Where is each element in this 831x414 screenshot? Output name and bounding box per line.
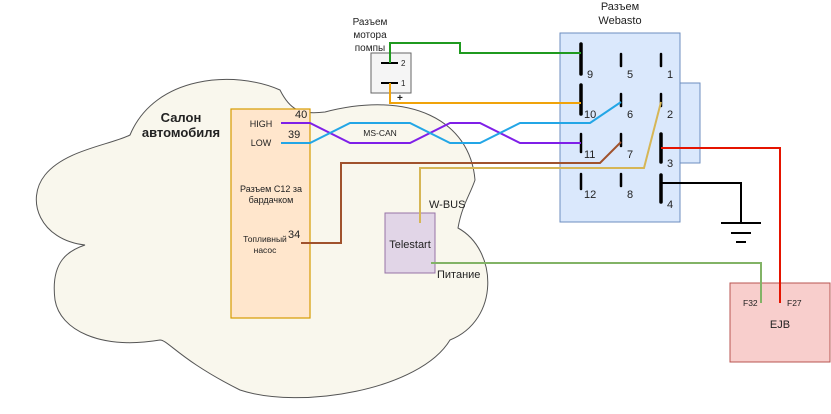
webasto-pin-5-label: 5 [627, 69, 633, 81]
webasto-pin-8-label: 8 [627, 189, 633, 201]
webasto-pin-1-label: 1 [667, 69, 673, 81]
ejb-fuse-f32: F32 [743, 298, 758, 308]
webasto-pin-4-label: 4 [667, 199, 673, 211]
wire-can-low[interactable] [281, 101, 622, 144]
wire-pump-plus[interactable] [389, 83, 581, 104]
c12-pin-high-number: 40 [295, 109, 307, 121]
telestart-unit[interactable] [384, 212, 436, 274]
webasto-pin-11-label: 11 [584, 149, 595, 161]
webasto-pin-3-label: 3 [667, 158, 673, 170]
ms-can-label: MS-CAN [363, 128, 397, 138]
webasto-pin-7-label: 7 [627, 149, 633, 161]
pump-title-3: помпы [355, 43, 385, 54]
wire-fuel-pump[interactable] [301, 141, 622, 244]
webasto-connector-tab [679, 82, 701, 164]
ground-icon [721, 222, 761, 243]
webasto-pin-2-label: 2 [667, 109, 673, 121]
cabin-title-2: автомобиля [142, 125, 220, 140]
c12-pin-low-label: LOW [251, 138, 272, 148]
ejb-label: EJB [770, 319, 790, 331]
wire-pump-minus[interactable] [389, 42, 581, 63]
fuel-pump-label-2: насос [254, 245, 277, 255]
webasto-pin-10-label: 10 [584, 109, 596, 121]
ejb-fuse-f27: F27 [787, 298, 802, 308]
pump-pin-2-label: 2 [401, 59, 406, 68]
wire-12v[interactable] [661, 147, 781, 303]
webasto-pin-9-label: 9 [587, 69, 593, 81]
webasto-title-2: Webasto [598, 15, 641, 27]
fuel-pump-label-1: Топливный [243, 234, 287, 244]
webasto-pin-6-label: 6 [627, 109, 633, 121]
c12-label-2: бардачком [249, 195, 294, 205]
c12-pin-low-number: 39 [288, 129, 300, 141]
c12-pin-high-label: HIGH [250, 119, 273, 129]
webasto-title-1: Разъем [601, 1, 639, 13]
telestart-label: Telestart [389, 239, 431, 251]
wire-wbus[interactable] [419, 101, 662, 223]
pump-plus-label: + [397, 93, 403, 104]
wbus-label: W-BUS [429, 199, 465, 211]
fuel-pump-pin-number: 34 [288, 229, 300, 241]
pump-title-1: Разъем [353, 17, 388, 28]
webasto-pin-12-label: 12 [584, 189, 596, 201]
cabin-title-1: Салон [161, 110, 202, 125]
wire-power[interactable] [431, 262, 762, 303]
pump-pin-1-label: 1 [401, 79, 406, 88]
wire-ground[interactable] [661, 182, 742, 223]
pump-title-2: мотора [353, 30, 387, 41]
c12-label-1: Разъем C12 за [240, 184, 302, 194]
power-label: Питание [437, 269, 480, 281]
